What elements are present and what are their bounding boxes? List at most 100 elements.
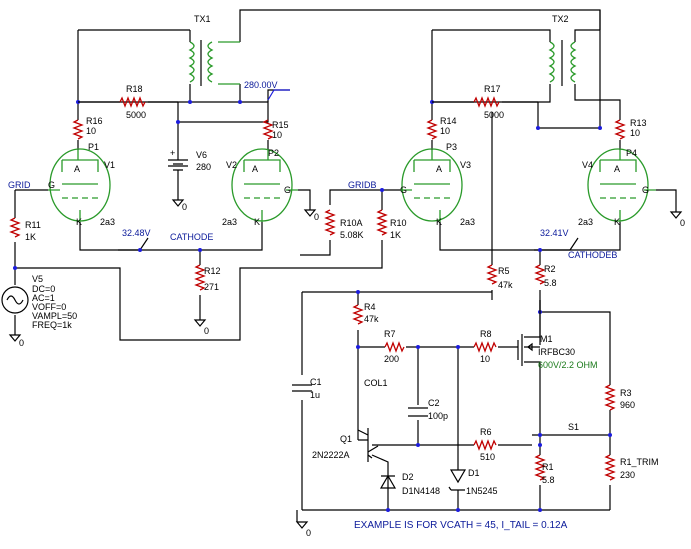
r6-name: R6 bbox=[480, 427, 492, 437]
r18-value: 5000 bbox=[126, 110, 146, 120]
net-col1: COL1 bbox=[364, 378, 388, 388]
d2-name: D2 bbox=[402, 472, 414, 482]
battery-v6: + V6 280 bbox=[168, 148, 211, 172]
v5-param-4: FREQ=1k bbox=[32, 320, 72, 330]
tube-v1: A G K V1 2a3 P1 bbox=[48, 142, 115, 227]
mosfet-m1: M1 IRFBC30 600V/2.2 OHM bbox=[517, 300, 598, 370]
voltage-cathodeb: 32.41V bbox=[540, 228, 569, 238]
v1-pin-k: K bbox=[76, 217, 82, 227]
voltage-cathode: 32.48V bbox=[122, 228, 151, 238]
c1-name: C1 bbox=[310, 377, 322, 387]
v4-part: 2a3 bbox=[578, 217, 593, 227]
m1-note: 600V/2.2 OHM bbox=[538, 360, 598, 370]
ground-v6: 0 bbox=[182, 202, 187, 212]
v4-pin-a: A bbox=[614, 164, 620, 174]
v5-param-1: AC=1 bbox=[32, 293, 55, 303]
d1-name: D1 bbox=[468, 468, 480, 478]
v2-pin-a: A bbox=[252, 164, 258, 174]
r18-name: R18 bbox=[126, 84, 143, 94]
m1-name: M1 bbox=[540, 334, 553, 344]
r5-name: R5 bbox=[498, 266, 510, 276]
tx1-label: TX1 bbox=[194, 14, 211, 24]
capacitor-c2: C2 100p bbox=[408, 398, 448, 421]
r15-name: R15 bbox=[272, 120, 289, 130]
q1-name: Q1 bbox=[340, 434, 352, 444]
c2-value: 100p bbox=[428, 411, 448, 421]
v1-pin-g: G bbox=[48, 180, 55, 190]
wires bbox=[14, 9, 677, 511]
r5-value: 47k bbox=[498, 280, 513, 290]
r1-value: 5.8 bbox=[542, 475, 555, 485]
r4-name: R4 bbox=[364, 302, 376, 312]
net-cathode: CATHODE bbox=[170, 232, 213, 242]
ground-gridb: 0 bbox=[314, 212, 319, 222]
v1-part: 2a3 bbox=[100, 217, 115, 227]
r2-name: R2 bbox=[544, 264, 556, 274]
tube-v4: A G K V4 2a3 P4 bbox=[578, 148, 656, 227]
capacitor-c1: C1 1u bbox=[292, 377, 322, 400]
q1-part: 2N2222A bbox=[312, 450, 350, 460]
diode-d1: D1 1N5245 bbox=[448, 468, 498, 496]
v1-name: V1 bbox=[104, 160, 115, 170]
v3-name: V3 bbox=[460, 160, 471, 170]
transformer-tx2: TX2 bbox=[548, 14, 577, 86]
grounds: 0 0 0 0 0 0 bbox=[8, 199, 685, 538]
m1-part: IRFBC30 bbox=[538, 347, 575, 357]
net-gridb: GRIDB bbox=[348, 180, 377, 190]
v5-name: V5 bbox=[32, 274, 43, 284]
v3-plate: P3 bbox=[446, 142, 457, 152]
r10a-name: R10A bbox=[340, 218, 363, 228]
v3-pin-g: G bbox=[400, 185, 407, 195]
r4-value: 47k bbox=[364, 314, 379, 324]
r13-name: R13 bbox=[630, 118, 647, 128]
r10a-value: 5.08K bbox=[340, 230, 364, 240]
r11-value: 1K bbox=[25, 232, 36, 242]
v3-part: 2a3 bbox=[460, 217, 475, 227]
tube-v2: A G K V2 2a3 P2 bbox=[222, 148, 298, 227]
net-s1: S1 bbox=[568, 422, 579, 432]
r10-value: 1K bbox=[390, 230, 401, 240]
ground-r12: 0 bbox=[204, 326, 209, 336]
r13-value: 10 bbox=[630, 128, 640, 138]
r3-name: R3 bbox=[620, 388, 632, 398]
v5-param-2: VOFF=0 bbox=[32, 302, 66, 312]
footer-note: EXAMPLE IS FOR VCATH = 45, I_TAIL = 0.12… bbox=[354, 520, 568, 531]
r1-trim-value: 230 bbox=[620, 470, 635, 480]
v2-pin-k: K bbox=[254, 217, 260, 227]
ground-v4: 0 bbox=[680, 218, 685, 228]
diode-d2: D2 D1N4148 bbox=[379, 472, 440, 496]
v3-pin-a: A bbox=[436, 164, 442, 174]
transistor-q1: Q1 2N2222A bbox=[312, 428, 379, 462]
c1-value: 1u bbox=[310, 390, 320, 400]
d2-part: D1N4148 bbox=[402, 486, 440, 496]
net-cathodeb: CATHODEB bbox=[568, 250, 617, 260]
r7-value: 200 bbox=[384, 354, 399, 364]
voltage-plate-v2: 280.00V bbox=[244, 80, 278, 90]
r14-value: 10 bbox=[440, 126, 450, 136]
r1-trim-name: R1_TRIM bbox=[620, 457, 659, 467]
r10-name: R10 bbox=[390, 218, 407, 228]
v2-pin-g: G bbox=[284, 185, 291, 195]
v4-pin-g: G bbox=[642, 185, 649, 195]
v1-plate: P1 bbox=[88, 142, 99, 152]
v5-param-0: DC=0 bbox=[32, 284, 55, 294]
v6-name: V6 bbox=[196, 150, 207, 160]
r8-name: R8 bbox=[480, 329, 492, 339]
c2-name: C2 bbox=[428, 398, 440, 408]
transformer-tx1: TX1 bbox=[188, 14, 240, 86]
v4-name: V4 bbox=[582, 160, 593, 170]
junction-dots bbox=[13, 100, 612, 512]
r3-value: 960 bbox=[620, 400, 635, 410]
r6-value: 510 bbox=[480, 452, 495, 462]
resistors: R16 10 R18 5000 R15 10 R14 10 R17 5000 R… bbox=[9, 84, 659, 485]
d1-part: 1N5245 bbox=[466, 486, 498, 496]
v2-part: 2a3 bbox=[222, 217, 237, 227]
v5-param-3: VAMPL=50 bbox=[32, 311, 77, 321]
tube-v3: A G K V3 2a3 P3 bbox=[400, 142, 475, 227]
r15-value: 10 bbox=[272, 130, 282, 140]
ground-v5: 0 bbox=[19, 338, 24, 348]
r1-name: R1 bbox=[542, 462, 554, 472]
r17-name: R17 bbox=[484, 84, 501, 94]
tx2-label: TX2 bbox=[552, 14, 569, 24]
